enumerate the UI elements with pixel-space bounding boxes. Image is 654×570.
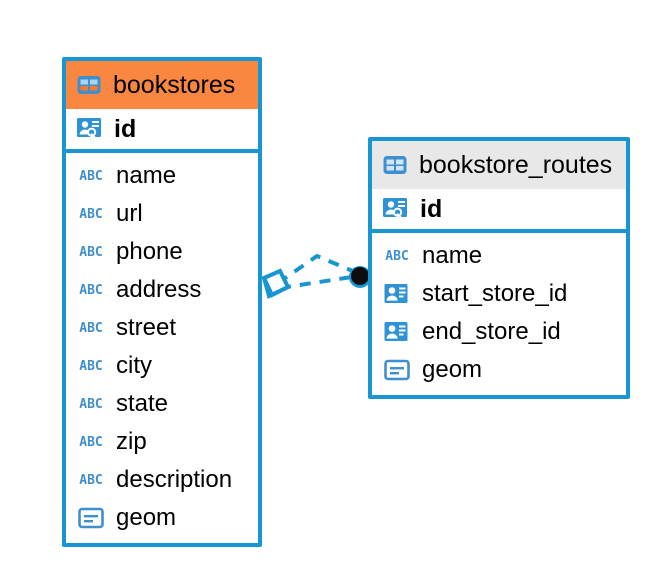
field-row-primary-key[interactable]: id xyxy=(66,109,258,153)
field-row-primary-key[interactable]: id xyxy=(372,189,626,233)
abc-icon: ABC xyxy=(79,206,103,222)
abc-icon: ABC xyxy=(79,396,103,412)
field-label: id xyxy=(420,194,443,223)
table-icon xyxy=(383,156,407,174)
diamond-marker xyxy=(261,268,291,299)
abc-icon: ABC xyxy=(79,168,103,184)
field-label: city xyxy=(116,352,152,379)
primary-key-icon xyxy=(383,198,407,221)
entity-header-bookstores[interactable]: bookstores xyxy=(66,61,258,109)
foreign-key-icon xyxy=(384,284,408,303)
field-row-geom[interactable]: geom xyxy=(66,499,258,537)
field-label: description xyxy=(116,466,233,493)
entity-header-bookstore-routes[interactable]: bookstore_routes xyxy=(372,141,626,189)
table-icon xyxy=(77,76,101,94)
field-row-address[interactable]: ABC address xyxy=(66,271,258,309)
field-label: geom xyxy=(116,504,177,531)
entity-title: bookstore_routes xyxy=(419,150,613,179)
field-label: phone xyxy=(116,238,183,265)
field-list-bookstores: ABC name ABC url ABC phone ABC address A… xyxy=(66,153,258,543)
field-list-bookstore-routes: ABC name start_store_id xyxy=(372,233,626,395)
relationship-line-arc xyxy=(276,253,356,285)
field-row-name[interactable]: ABC name xyxy=(372,237,626,275)
primary-key-icon xyxy=(77,118,101,141)
abc-icon: ABC xyxy=(79,244,103,260)
field-row-start-store-id[interactable]: start_store_id xyxy=(372,275,626,313)
field-row-end-store-id[interactable]: end_store_id xyxy=(372,313,626,351)
field-label: geom xyxy=(422,356,483,383)
abc-icon: ABC xyxy=(79,434,103,450)
field-row-city[interactable]: ABC city xyxy=(66,347,258,385)
field-label: street xyxy=(116,314,177,341)
field-row-street[interactable]: ABC street xyxy=(66,309,258,347)
field-label: state xyxy=(116,390,169,417)
abc-icon: ABC xyxy=(79,320,103,336)
blob-icon xyxy=(78,507,104,529)
field-row-zip[interactable]: ABC zip xyxy=(66,423,258,461)
field-row-geom[interactable]: geom xyxy=(372,351,626,389)
field-label: name xyxy=(116,162,177,189)
field-label: end_store_id xyxy=(422,318,561,345)
field-label: start_store_id xyxy=(422,280,568,307)
field-row-url[interactable]: ABC url xyxy=(66,195,258,233)
field-label: address xyxy=(116,276,202,303)
abc-icon: ABC xyxy=(385,248,409,264)
field-row-phone[interactable]: ABC phone xyxy=(66,233,258,271)
relationship-line-straight xyxy=(279,275,353,290)
field-row-name[interactable]: ABC name xyxy=(66,157,258,195)
foreign-key-icon xyxy=(384,322,408,341)
abc-icon: ABC xyxy=(79,472,103,488)
field-label: id xyxy=(114,114,137,143)
abc-icon: ABC xyxy=(79,358,103,374)
field-label: url xyxy=(116,200,143,227)
entity-table-bookstores[interactable]: bookstores id ABC name xyxy=(62,57,262,547)
entity-table-bookstore-routes[interactable]: bookstore_routes id ABC name xyxy=(368,137,630,399)
field-row-description[interactable]: ABC description xyxy=(66,461,258,499)
blob-icon xyxy=(384,359,410,381)
field-row-state[interactable]: ABC state xyxy=(66,385,258,423)
field-label: zip xyxy=(116,428,147,455)
entity-title: bookstores xyxy=(113,70,236,99)
field-label: name xyxy=(422,242,483,269)
abc-icon: ABC xyxy=(79,282,103,298)
